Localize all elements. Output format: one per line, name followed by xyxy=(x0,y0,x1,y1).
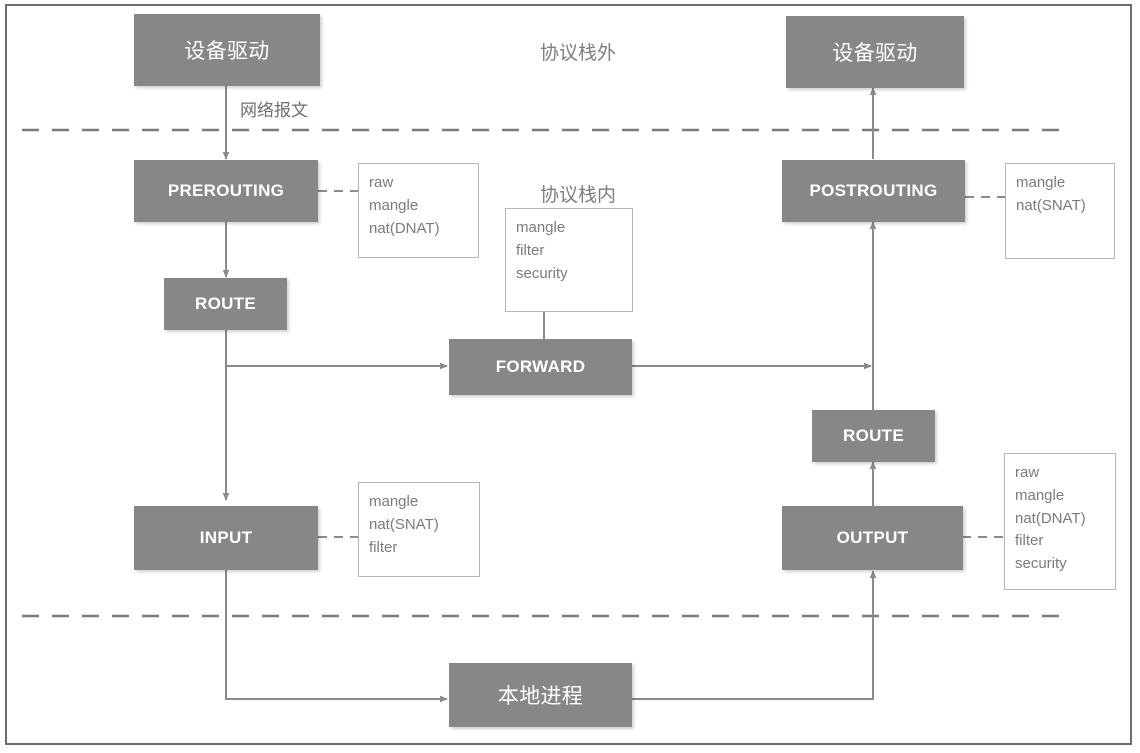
note-postrouting-tables: mangle nat(SNAT) xyxy=(1005,163,1115,259)
note-forward-tables: mangle filter security xyxy=(505,208,633,312)
note-prerouting-tables: raw mangle nat(DNAT) xyxy=(358,163,479,258)
edge-label-network-packet: 网络报文 xyxy=(240,101,308,120)
node-forward[interactable]: FORWARD xyxy=(449,339,632,395)
node-device-driver-in[interactable]: 设备驱动 xyxy=(134,14,320,86)
node-prerouting[interactable]: PREROUTING xyxy=(134,160,318,222)
zone-label-inside-stack: 协议栈内 xyxy=(540,185,617,206)
node-route-right[interactable]: ROUTE xyxy=(812,410,935,462)
node-route-left[interactable]: ROUTE xyxy=(164,278,287,330)
note-input-tables: mangle nat(SNAT) filter xyxy=(358,482,480,577)
node-postrouting[interactable]: POSTROUTING xyxy=(782,160,965,222)
node-input[interactable]: INPUT xyxy=(134,506,318,570)
node-device-driver-out[interactable]: 设备驱动 xyxy=(786,16,964,88)
note-output-tables: raw mangle nat(DNAT) filter security xyxy=(1004,453,1116,590)
node-local-process[interactable]: 本地进程 xyxy=(449,663,632,727)
node-output[interactable]: OUTPUT xyxy=(782,506,963,570)
zone-label-outside-stack: 协议栈外 xyxy=(540,43,617,64)
diagram-frame xyxy=(5,4,1132,745)
